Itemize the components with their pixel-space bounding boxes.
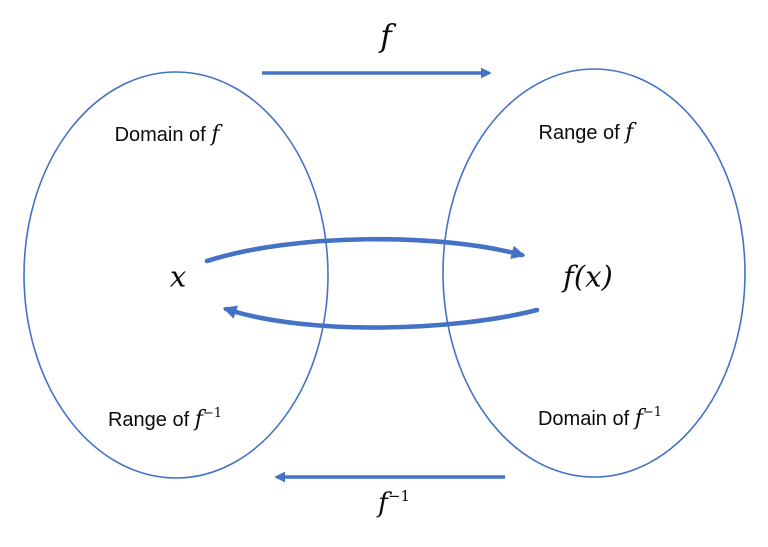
range-of-f-inverse-prefix: Range of	[107, 409, 195, 431]
f-arrow-label: f	[380, 18, 392, 55]
x-symbol: x	[169, 259, 187, 294]
domain-of-f-inverse-prefix: Domain of	[537, 408, 635, 430]
inverse-exponent: −1	[642, 405, 663, 420]
f-symbol: f	[625, 120, 634, 145]
f-symbol: f	[194, 407, 203, 432]
f-inverse-arrow-label: f−1	[377, 487, 411, 519]
right-set-ellipse	[442, 68, 746, 478]
inverse-exponent: −1	[387, 487, 411, 505]
range-of-f-label: Range of f	[539, 122, 634, 144]
inverse-exponent: −1	[202, 406, 223, 421]
x-element-label: x	[169, 259, 187, 294]
domain-of-f-prefix: Domain of	[114, 124, 212, 146]
range-of-f-inverse-label: Range of f−1	[108, 407, 222, 431]
f-symbol: f	[380, 18, 392, 55]
f-symbol: f	[211, 122, 220, 147]
x-to-fx-curved-arrow	[204, 236, 526, 264]
domain-of-f-label: Domain of f	[115, 124, 220, 146]
fx-to-x-curved-arrow	[222, 305, 540, 330]
left-set-ellipse	[23, 71, 329, 479]
fx-element-label: f(x)	[563, 259, 613, 294]
fx-symbol: f(x)	[563, 259, 613, 294]
f-symbol: f	[377, 488, 388, 519]
f-symbol: f	[634, 406, 643, 431]
range-of-f-prefix: Range of	[538, 122, 626, 144]
domain-of-f-inverse-label: Domain of f−1	[538, 406, 662, 430]
